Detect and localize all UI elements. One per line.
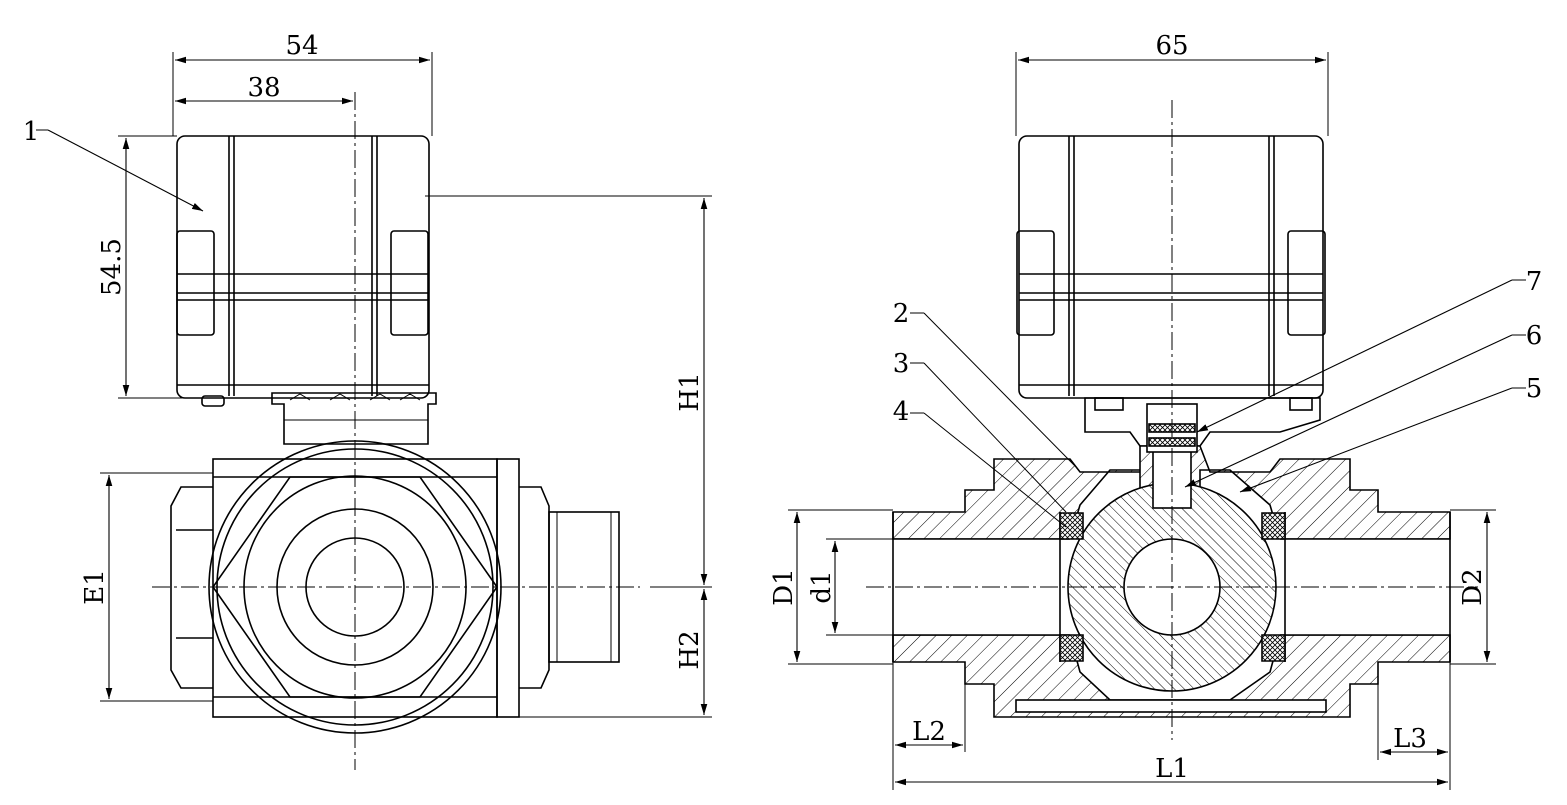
dim-d2: D2 — [1450, 509, 1496, 665]
dim-d1: D1 — [769, 509, 893, 665]
dim-38-label: 38 — [247, 73, 280, 103]
dim-54-5: 54.5 — [97, 135, 200, 399]
right-actuator — [1016, 135, 1326, 399]
dim-d2-label: D2 — [1458, 568, 1488, 605]
callout-1-label: 1 — [23, 117, 40, 147]
right-mount — [1084, 397, 1321, 447]
callout-4: 4 — [893, 397, 1067, 528]
callout-6-label: 6 — [1526, 321, 1543, 351]
left-view: 54 38 54.5 H1 H2 — [23, 31, 712, 770]
callout-5-label: 5 — [1526, 374, 1543, 404]
right-view: 65 D1 d1 D2 L2 — [769, 31, 1542, 790]
dim-54: 54 — [172, 31, 433, 136]
callout-6: 6 — [1184, 321, 1543, 488]
left-mount — [271, 392, 437, 445]
seat-right-lower — [1261, 634, 1286, 662]
dim-l2-label: L2 — [912, 717, 946, 747]
dim-h1: H1 — [425, 195, 712, 588]
dim-h2: H2 — [497, 589, 712, 718]
callout-3: 3 — [893, 349, 1067, 513]
dim-h1-label: H1 — [675, 372, 705, 411]
dim-d1-inner-label: d1 — [807, 570, 837, 603]
dim-38: 38 — [175, 73, 353, 105]
callout-2-label: 2 — [893, 299, 910, 329]
dim-l2: L2 — [892, 662, 966, 790]
dim-l1-label: L1 — [1155, 754, 1189, 784]
dim-65-label: 65 — [1155, 31, 1188, 61]
seat-left-lower — [1059, 634, 1084, 662]
dim-65: 65 — [1015, 31, 1329, 136]
dim-e1: E1 — [80, 472, 213, 702]
dim-h2-label: H2 — [675, 630, 705, 669]
lower-channel — [1015, 699, 1327, 713]
callout-5: 5 — [1239, 374, 1543, 493]
dim-d1-inner: d1 — [807, 538, 893, 636]
dim-l1: L1 — [895, 754, 1448, 786]
callout-4-label: 4 — [893, 397, 910, 427]
callout-7-label: 7 — [1526, 267, 1543, 297]
dim-e1-label: E1 — [80, 569, 110, 605]
left-actuator — [176, 135, 430, 407]
callout-1: 1 — [23, 117, 204, 212]
dim-d1-label: D1 — [769, 568, 799, 605]
dim-54-label: 54 — [285, 31, 318, 61]
seat-left-upper — [1059, 512, 1084, 540]
callout-3-label: 3 — [893, 349, 910, 379]
dim-l3: L3 — [1377, 662, 1451, 790]
dim-l3-label: L3 — [1393, 724, 1427, 754]
callout-2: 2 — [893, 299, 1076, 467]
seat-right-upper — [1261, 512, 1286, 540]
dim-54-5-label: 54.5 — [97, 238, 127, 296]
callout-7: 7 — [1196, 267, 1543, 433]
